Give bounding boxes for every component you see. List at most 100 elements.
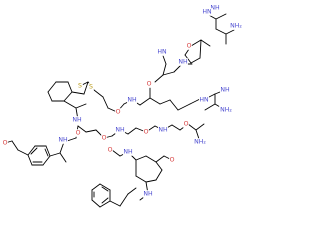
atom-label-background xyxy=(192,138,208,146)
bond-line xyxy=(184,54,192,64)
bond-line xyxy=(59,141,65,154)
atom-label-background xyxy=(72,116,82,124)
bond-line xyxy=(225,29,235,35)
atom-label-background xyxy=(202,8,212,16)
atom-label-background xyxy=(77,82,83,90)
atom-label-n: NH xyxy=(143,191,153,198)
bond-line xyxy=(91,199,101,208)
bond-line xyxy=(173,64,182,73)
atom-label-background xyxy=(183,120,189,128)
bond-line xyxy=(159,99,171,105)
bond-line xyxy=(190,39,202,47)
atom-label-n: NH xyxy=(115,127,125,134)
atom-label-background xyxy=(228,22,244,30)
atom-label-background xyxy=(143,128,149,136)
atom-label-o: O xyxy=(147,81,152,88)
atom-label-background xyxy=(101,134,107,142)
atom-label-n: NH₂ xyxy=(220,107,232,114)
bond-line xyxy=(119,193,129,207)
bond-line xyxy=(190,57,201,64)
bond-line xyxy=(67,81,73,93)
bond-line xyxy=(145,179,157,183)
atom-label-n: HN xyxy=(199,97,209,104)
bond-line xyxy=(47,91,53,102)
atom-label-o: O xyxy=(116,109,121,116)
bond-line xyxy=(169,99,179,111)
bond-line xyxy=(135,155,147,161)
bond-line xyxy=(149,97,161,105)
atom-label-n: NH xyxy=(158,127,168,134)
atom-label-background xyxy=(115,108,121,116)
bond-line xyxy=(75,103,87,109)
atom-label-background xyxy=(107,146,113,154)
bond-line xyxy=(17,149,29,156)
bond-line xyxy=(85,129,97,133)
bond-line xyxy=(177,103,191,111)
bond-line xyxy=(111,149,121,157)
bond-line xyxy=(154,74,164,83)
bond-line xyxy=(135,175,147,183)
bond-line xyxy=(59,152,67,163)
bond-line xyxy=(155,169,163,181)
atom-label-background xyxy=(127,96,137,104)
bond-line xyxy=(30,147,38,155)
bond-line xyxy=(171,124,181,131)
atom-label-o: O xyxy=(102,135,107,142)
atom-label-n: NH xyxy=(220,87,230,94)
atom-label-background xyxy=(2,139,8,147)
bond-line xyxy=(101,197,109,204)
atom-label-background xyxy=(88,83,94,91)
bond-line xyxy=(101,186,109,192)
bond-line xyxy=(155,161,163,171)
atom-label-background xyxy=(169,156,175,164)
bond-line xyxy=(63,100,77,109)
atom-label-s: S xyxy=(89,84,93,91)
bond-line xyxy=(189,98,201,105)
bond-line xyxy=(127,187,137,195)
bond-line xyxy=(215,13,227,20)
bond-line xyxy=(139,97,151,106)
atom-label-background xyxy=(75,129,81,137)
atom-label-background xyxy=(220,86,230,94)
atom-label-o: O xyxy=(3,140,8,147)
atom-label-n: NH xyxy=(210,5,220,12)
atom-label-o: O xyxy=(76,130,81,137)
atom-label-background xyxy=(157,48,167,56)
bond-line xyxy=(200,39,211,47)
atom-label-background xyxy=(158,126,168,134)
bond-line xyxy=(162,63,167,76)
atom-label-n: NH₂ xyxy=(230,23,242,30)
bond-line xyxy=(99,183,111,191)
bond-line xyxy=(145,155,157,163)
atom-label-n: HN xyxy=(157,49,167,56)
atom-label-background xyxy=(115,126,125,134)
bond-line xyxy=(199,39,202,59)
bond-line xyxy=(187,123,197,131)
atom-label-o: O xyxy=(170,157,175,164)
bond-line xyxy=(109,200,121,207)
bond-line xyxy=(71,91,85,95)
atom-label-o: O xyxy=(144,129,149,136)
atom-label-n: NH xyxy=(58,137,68,144)
atom-label-background xyxy=(123,148,133,156)
atom-label-n: NH xyxy=(72,117,82,124)
bond-line xyxy=(195,123,205,131)
atom-label-background xyxy=(199,96,209,104)
bond-line xyxy=(63,91,73,102)
atom-label-background xyxy=(58,136,68,144)
bond-line xyxy=(204,103,216,111)
bond-line xyxy=(44,148,49,157)
bond-line xyxy=(77,125,87,133)
atom-label-background xyxy=(218,106,234,114)
bond-line xyxy=(162,71,175,76)
bond-line xyxy=(49,152,61,157)
bond-line xyxy=(47,81,57,93)
atom-label-o: O xyxy=(187,43,192,50)
atom-label-n: NH xyxy=(178,59,188,66)
bond-line xyxy=(83,81,89,95)
atom-label-o: O xyxy=(108,147,113,154)
bond-line xyxy=(93,89,104,98)
bond-line xyxy=(127,127,137,135)
atom-label-background xyxy=(143,190,153,198)
